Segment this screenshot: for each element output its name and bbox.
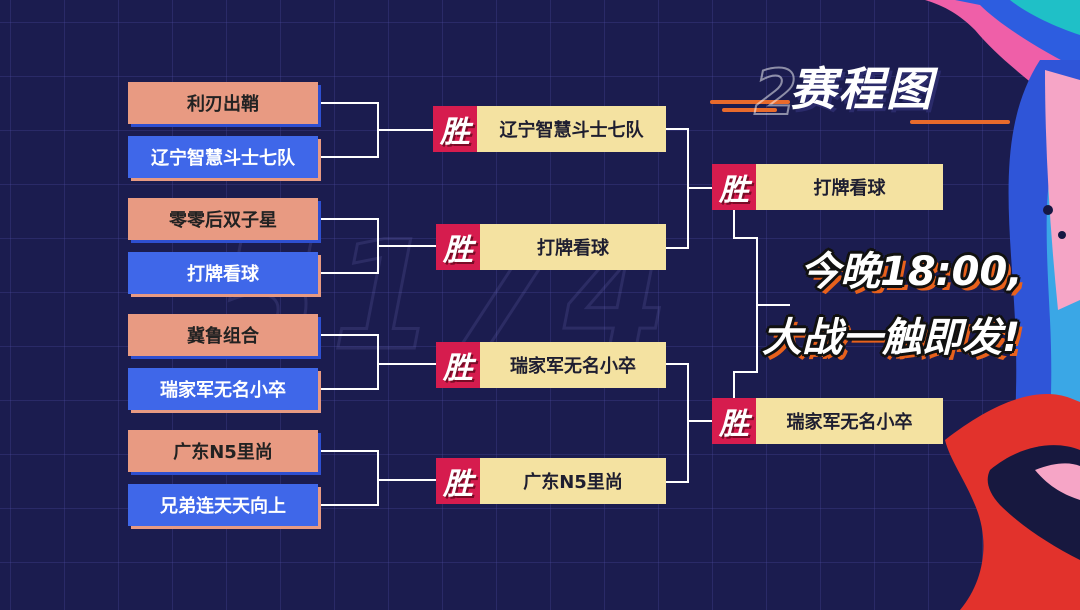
round2-winner-1: 胜 辽宁智慧斗士七队	[433, 106, 666, 152]
win-badge: 胜	[436, 224, 480, 270]
round1-match4-team-a: 广东N5里尚	[128, 430, 318, 472]
round1-match1-team-a: 利刃出鞘	[128, 82, 318, 124]
round1-match1-team-b: 辽宁智慧斗士七队	[128, 136, 318, 178]
round2-winner-4: 胜 广东N5里尚	[436, 458, 666, 504]
winner-name: 辽宁智慧斗士七队	[477, 106, 666, 152]
round3-winner-1: 胜 打牌看球	[712, 164, 943, 210]
win-badge: 胜	[712, 164, 756, 210]
round1-match2-team-b: 打牌看球	[128, 252, 318, 294]
round1-match2-team-a: 零零后双子星	[128, 198, 318, 240]
bracket-line-5	[666, 128, 712, 249]
win-badge: 胜	[712, 398, 756, 444]
bracket-line-2	[318, 218, 436, 274]
win-badge: 胜	[436, 342, 480, 388]
round1-match4-team-b: 兄弟连天天向上	[128, 484, 318, 526]
bracket-line-6	[666, 363, 712, 483]
slogan-line-1: 今晚18:00,	[800, 249, 1023, 295]
winner-name: 打牌看球	[480, 224, 666, 270]
title-text: 赛程图	[790, 62, 934, 116]
win-badge: 胜	[436, 458, 480, 504]
winner-name: 打牌看球	[756, 164, 943, 210]
round3-winner-2: 胜 瑞家军无名小卒	[712, 398, 943, 444]
decor-pink-panel	[1045, 70, 1080, 310]
page-title: 2 赛程图	[710, 56, 1010, 132]
round1-match3-team-a: 冀鲁组合	[128, 314, 318, 356]
decor-dot-2	[1058, 231, 1066, 239]
bracket-line-7	[733, 210, 790, 398]
title-number: 2	[753, 56, 798, 129]
bracket-line-3	[318, 334, 436, 390]
decor-dot-1	[1043, 205, 1053, 215]
win-badge: 胜	[433, 106, 477, 152]
round2-winner-3: 胜 瑞家军无名小卒	[436, 342, 666, 388]
decor-top-teal	[1000, 0, 1080, 35]
slogan-line-2: 大战一触即发!	[762, 315, 1021, 361]
winner-name: 瑞家军无名小卒	[756, 398, 943, 444]
round1-match3-team-b: 瑞家军无名小卒	[128, 368, 318, 410]
winner-name: 广东N5里尚	[480, 458, 666, 504]
bracket-line-1	[318, 102, 433, 158]
round2-winner-2: 胜 打牌看球	[436, 224, 666, 270]
winner-name: 瑞家军无名小卒	[480, 342, 666, 388]
bracket-line-4	[318, 450, 436, 506]
decor-pink-accent	[1035, 463, 1080, 500]
